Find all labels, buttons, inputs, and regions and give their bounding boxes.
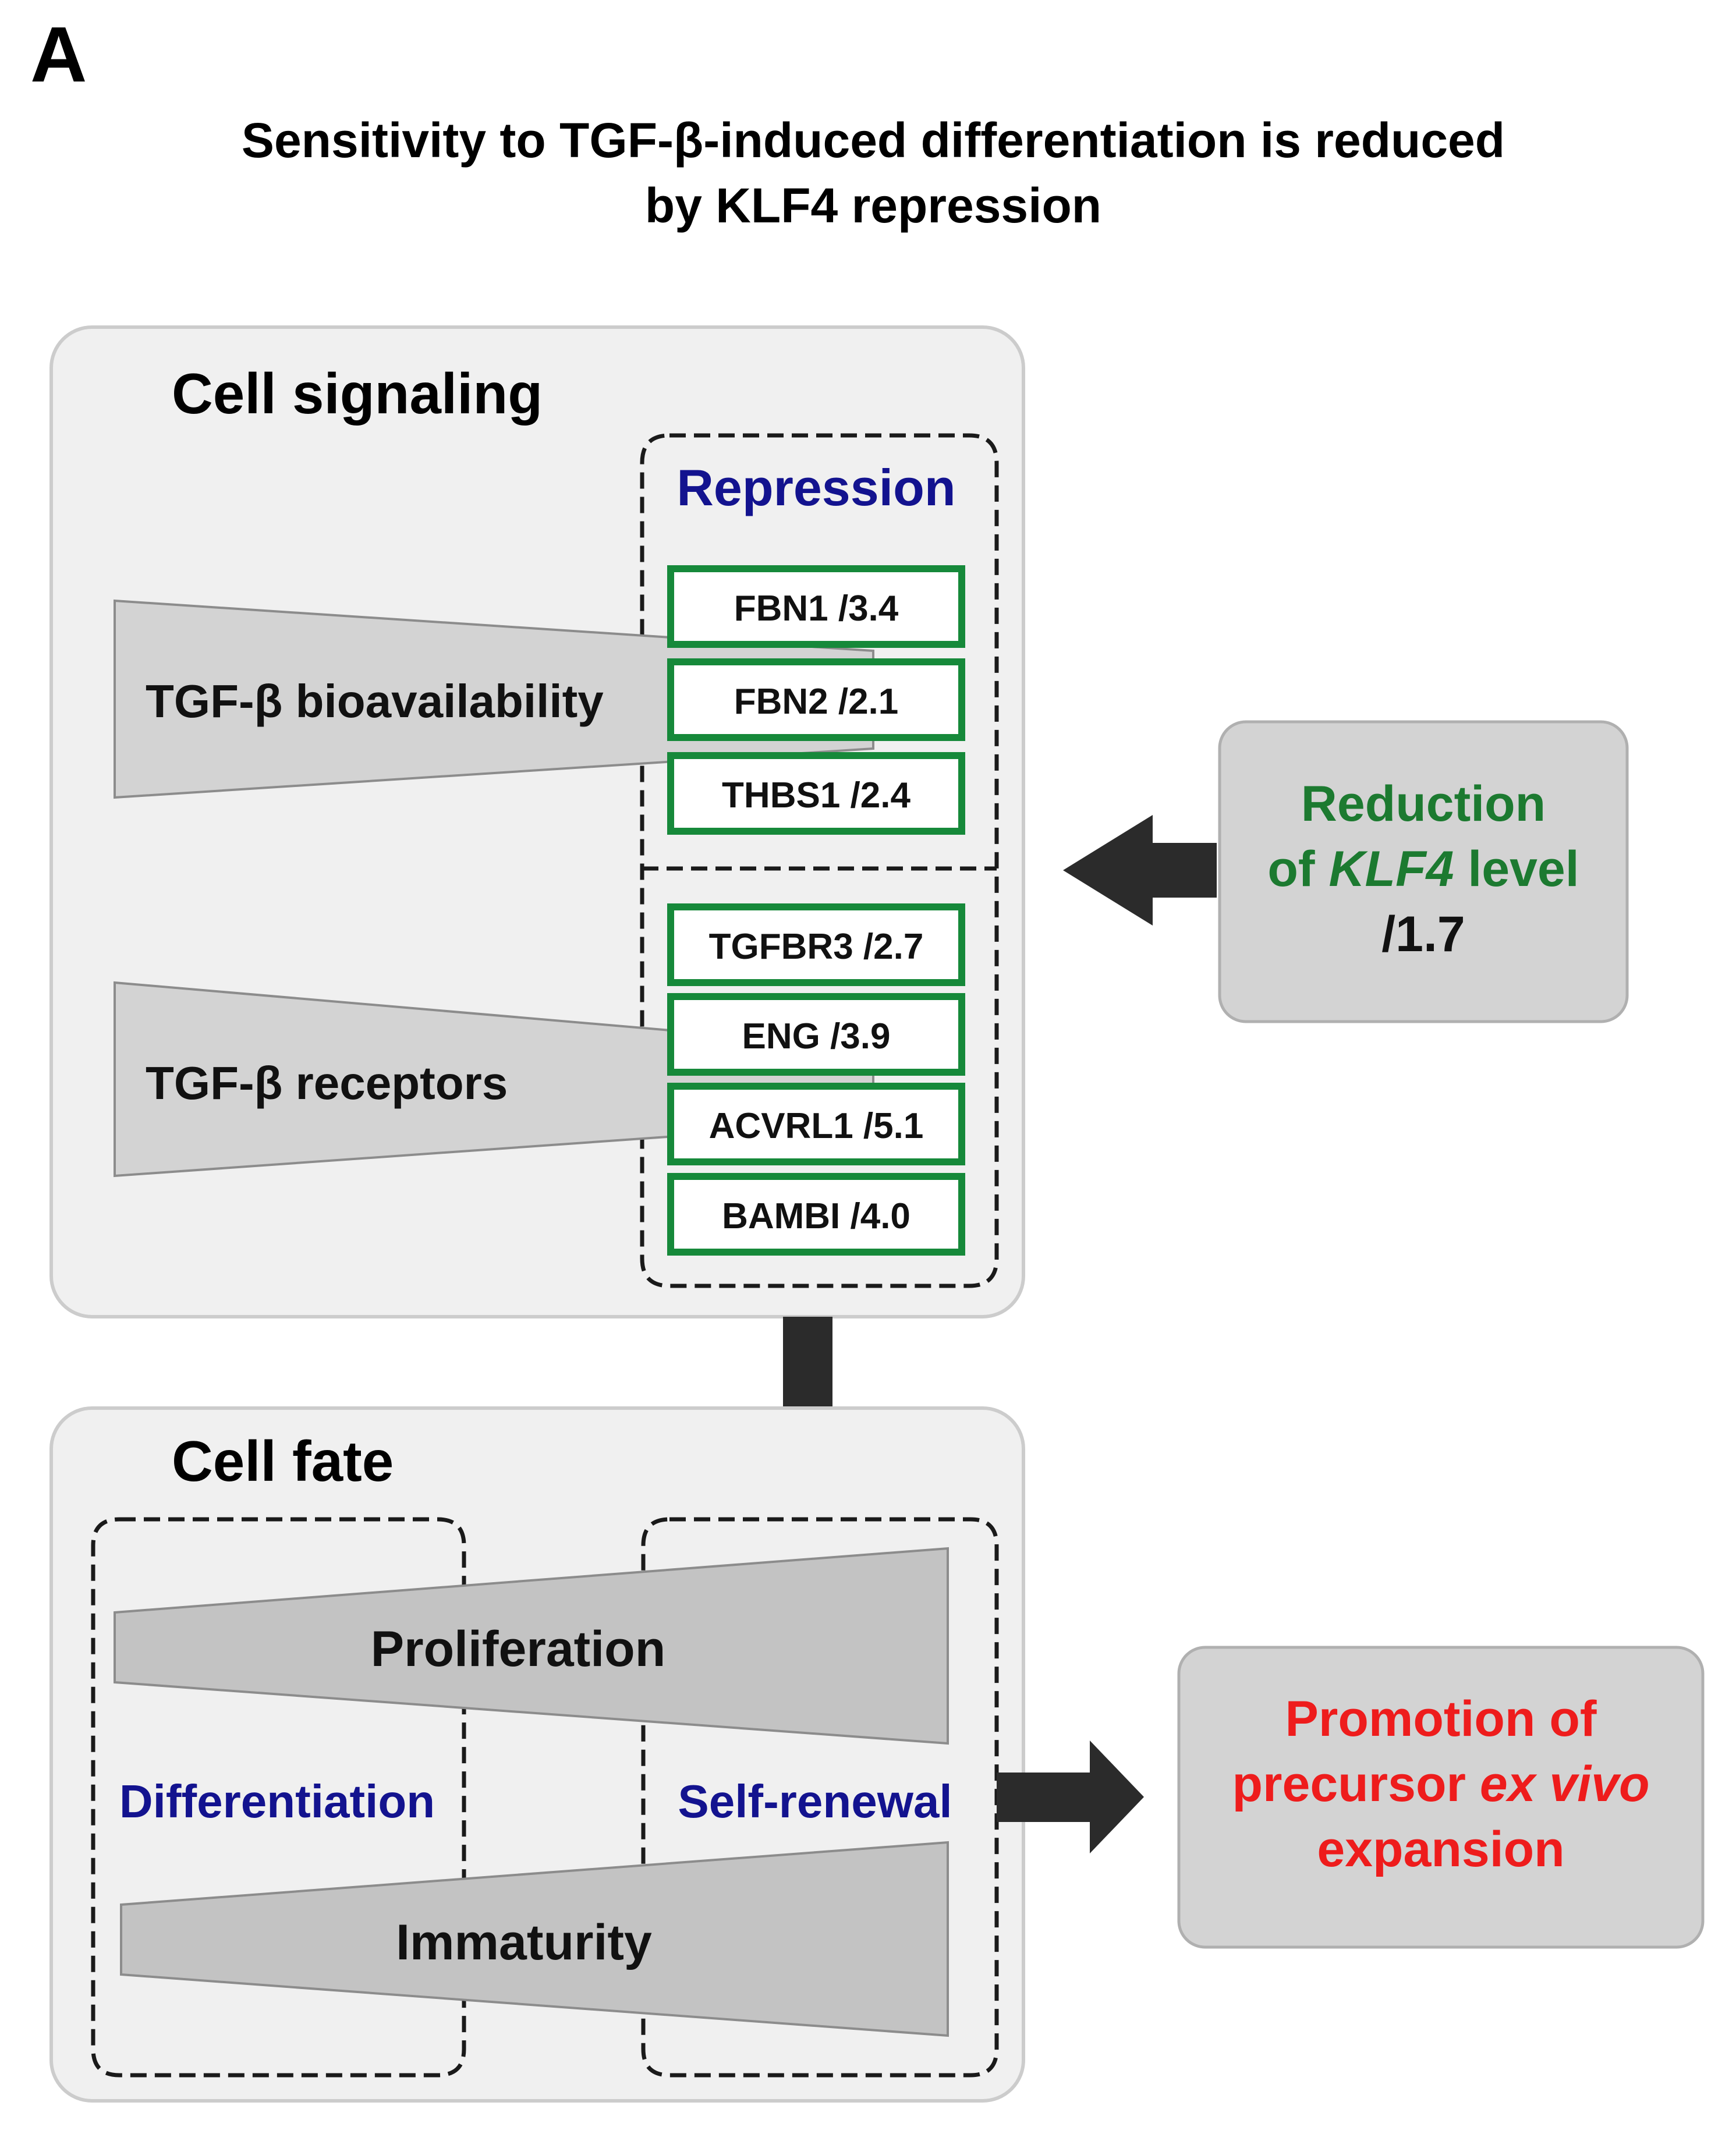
receptors-label: TGF-β receptors (146, 1057, 508, 1109)
gene-box (667, 1083, 965, 1165)
outcome-line-3: expansion (1317, 1821, 1564, 1877)
arrow-left-icon (1063, 815, 1217, 926)
immaturity-wedge (120, 1841, 949, 2037)
differentiation-region (91, 1517, 466, 2078)
klf4-line-1: Reduction (1301, 776, 1546, 832)
arrow-right-icon (997, 1740, 1144, 1853)
gene-label: FBN2 /2.1 (734, 682, 899, 722)
outcome-box (1177, 1646, 1705, 1949)
bioavailability-label: TGF-β bioavailability (146, 675, 604, 727)
self-renewal-region (641, 1517, 999, 2078)
gene-label: TGFBR3 /2.7 (709, 927, 924, 967)
proliferation-wedge (114, 1547, 949, 1745)
klf4-value: /1.7 (1381, 906, 1465, 962)
immaturity-label: Immaturity (396, 1915, 652, 1970)
gene-box (667, 752, 965, 835)
outcome-ex-vivo: ex vivo (1480, 1756, 1650, 1812)
klf4-line-2-prefix: of (1267, 841, 1328, 897)
gene-box (667, 993, 965, 1076)
cell-fate-header: Cell fate (172, 1429, 394, 1493)
bioavailability-wedge (114, 599, 874, 799)
gene-list-bioavailability: FBN1 /3.4 FBN2 /2.1 THBS1 /2.4 (667, 565, 965, 835)
gene-box (667, 658, 965, 741)
gene-label: FBN1 /3.4 (734, 589, 899, 629)
outcome-line-1: Promotion of (1285, 1691, 1596, 1747)
gene-label: THBS1 /2.4 (722, 775, 910, 816)
gene-label: BAMBI /4.0 (722, 1196, 910, 1236)
differentiation-label: Differentiation (119, 1775, 435, 1827)
gene-label: ENG /3.9 (742, 1016, 891, 1057)
title-line-1: Sensitivity to TGF-β-induced differentia… (242, 113, 1505, 168)
title-line-2: by KLF4 repression (645, 178, 1101, 233)
gene-label: ACVRL1 /5.1 (709, 1106, 924, 1146)
gene-list-receptors: TGFBR3 /2.7 ENG /3.9 ACVRL1 /5.1 BAMBI /… (667, 903, 965, 1256)
differentiation-label-bg (104, 1770, 456, 1834)
gene-box (667, 565, 965, 648)
klf4-line-2-suffix: level (1454, 841, 1579, 897)
cell-signaling-header: Cell signaling (172, 361, 543, 426)
proliferation-label: Proliferation (371, 1621, 666, 1677)
repression-label: Repression (676, 459, 955, 516)
klf4-reduction-box (1218, 720, 1629, 1023)
gene-box (667, 903, 965, 986)
panel-letter: A (30, 10, 87, 98)
self-renewal-label-bg (652, 1770, 978, 1834)
klf4-line-2: of KLF4 level (1267, 841, 1579, 897)
repression-region (640, 433, 999, 1288)
outcome-line-2-prefix: precursor (1232, 1756, 1479, 1812)
outcome-line-2: precursor ex vivo (1232, 1756, 1649, 1812)
gene-box (667, 1173, 965, 1256)
klf4-gene-name: KLF4 (1328, 841, 1454, 897)
self-renewal-label: Self-renewal (678, 1775, 952, 1827)
